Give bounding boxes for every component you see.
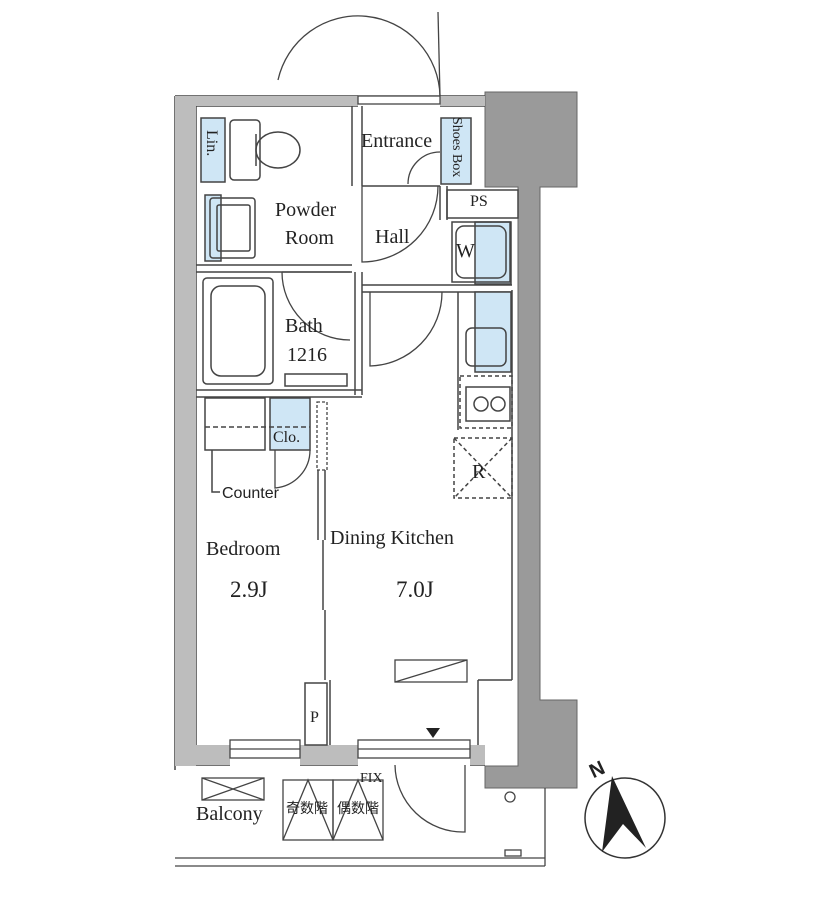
bath-label: Bath [285, 315, 323, 337]
sliding-door [316, 401, 328, 471]
compass-icon [584, 776, 666, 859]
kitchen-sink-icon [394, 659, 468, 683]
linen-label: Lin. [203, 130, 220, 157]
wall-fills [175, 96, 485, 766]
counter [204, 397, 310, 493]
outer-walls [174, 95, 513, 770]
kitchen-fixtures [451, 221, 513, 499]
refrigerator-label: R [472, 461, 486, 483]
shoes-box-label: Shoes Box [449, 117, 464, 178]
even-floor-label: 偶数階 [337, 801, 379, 817]
door-swings [274, 11, 466, 833]
pipe-label: P [310, 709, 319, 726]
windows [229, 95, 471, 759]
balcony-area [175, 777, 546, 867]
odd-floor-label: 奇数階 [286, 801, 328, 817]
hall-label: Hall [375, 226, 410, 248]
storage-fills [200, 117, 512, 451]
toilet-fixture [229, 119, 301, 181]
entry-marker-icon [426, 728, 440, 738]
washer-label: W [456, 240, 475, 262]
bedroom-size-label: 2.9J [230, 577, 268, 602]
powder-room-label-line1: Powder [275, 199, 337, 221]
counter-label: Counter [222, 485, 279, 502]
ps-label: PS [470, 193, 488, 210]
bedroom-label: Bedroom [206, 538, 281, 560]
bath-size-label: 1216 [287, 344, 327, 366]
closet-label: Clo. [273, 429, 301, 446]
dining-kitchen-size-label: 7.0J [396, 577, 434, 602]
structural-walls [484, 91, 578, 789]
bathtub [202, 277, 348, 387]
powder-room-label-line2: Room [285, 227, 334, 249]
powder-sink [209, 197, 256, 259]
fix-label: FIX [360, 771, 383, 786]
dining-kitchen-label: Dining Kitchen [330, 527, 454, 549]
balcony-label: Balcony [196, 803, 263, 825]
entrance-label: Entrance [361, 130, 433, 152]
